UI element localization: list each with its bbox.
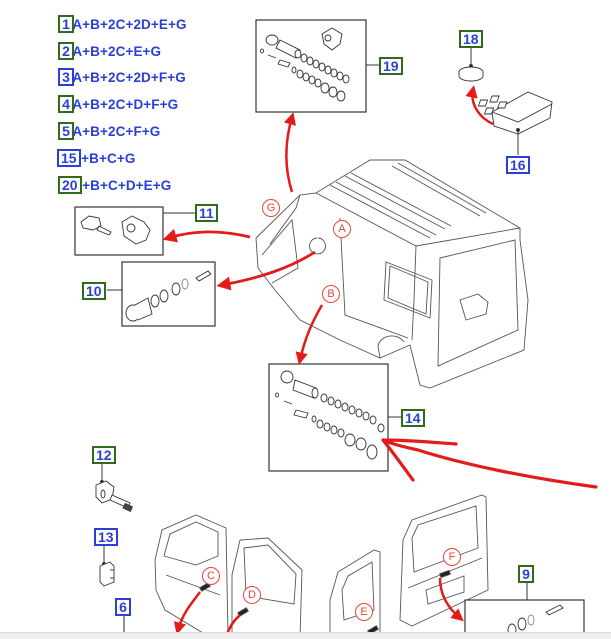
legend-code: 15 <box>57 149 81 167</box>
callout-c: C <box>202 567 220 585</box>
part-label-11[interactable]: 11 <box>195 204 218 222</box>
arrow-to-box-11 <box>162 228 251 243</box>
arrow-fob-to-battery <box>465 85 494 126</box>
key-blank-12-illustration <box>95 462 134 513</box>
part-box-14 <box>268 363 402 472</box>
part-label-13[interactable]: 13 <box>94 528 118 546</box>
arrow-to-box-19 <box>283 112 296 193</box>
key-fob-16-illustration <box>477 91 553 155</box>
battery-18-illustration <box>458 48 484 82</box>
part-label-6[interactable]: 6 <box>115 598 131 616</box>
rear-door-e-illustration <box>329 549 381 638</box>
part-box-9 <box>464 582 585 638</box>
hand-drawn-annotation-arrow <box>381 438 598 489</box>
part-label-10[interactable]: 10 <box>82 282 106 300</box>
part-label-16[interactable]: 16 <box>506 156 530 174</box>
legend-code: 20 <box>58 176 82 194</box>
arrow-to-box-14 <box>295 304 324 365</box>
legend-formula: = A+B+2C+D+F+G <box>61 96 179 112</box>
part-label-19[interactable]: 19 <box>379 57 403 75</box>
legend-formula: = A+B+2C+2D+F+G <box>61 69 186 85</box>
arrow-door-c <box>173 591 201 635</box>
part-label-12[interactable]: 12 <box>92 446 116 464</box>
legend-row: 2 = A+B+2C+E+G <box>58 42 161 60</box>
clip-13-illustration <box>99 545 115 587</box>
legend-formula: = A+B+2C+E+G <box>61 43 162 59</box>
arrow-to-box-10 <box>216 250 316 291</box>
side-door-d-illustration <box>231 537 303 638</box>
legend-row: 4 = A+B+2C+D+F+G <box>58 95 178 113</box>
legend-formula: = A+B+C+D+E+G <box>61 177 172 193</box>
part-box-19 <box>255 19 380 113</box>
legend-code: 1 <box>58 15 74 33</box>
legend-code: 5 <box>58 122 74 140</box>
part-box-11 <box>74 206 196 256</box>
lock-cylinder-repair-kit-illustration <box>275 370 385 460</box>
key-and-ignition-lock-illustration <box>80 215 151 245</box>
side-door-c-illustration <box>154 514 229 637</box>
legend-code: 3 <box>58 68 74 86</box>
rear-door-lock-cylinder-illustration <box>507 604 564 637</box>
legend-row: 3 = A+B+2C+2D+F+G <box>58 68 186 86</box>
arrow-door-f <box>438 577 464 622</box>
legend-formula: = A+B+2C+F+G <box>61 123 161 139</box>
legend-code: 2 <box>58 42 74 60</box>
legend-row: 1 = A+B+2C+2D+E+G <box>58 15 187 33</box>
part-box-10 <box>107 261 216 327</box>
legend-row: 5 = A+B+2C+F+G <box>58 122 160 140</box>
bottom-edge-bar <box>0 632 611 639</box>
legend-formula: = A+B+2C+2D+E+G <box>61 16 187 32</box>
callout-e: E <box>355 603 373 621</box>
legend-row: 20 = A+B+C+D+E+G <box>58 176 171 194</box>
van-body-illustration <box>255 159 529 389</box>
part-label-18[interactable]: 18 <box>459 30 483 48</box>
lock-cylinder-set-illustration <box>260 27 350 102</box>
callout-a: A <box>333 220 351 238</box>
legend-code: 4 <box>58 95 74 113</box>
legend-row: 15 = A+B+C+G <box>57 149 135 167</box>
callout-d: D <box>243 586 261 604</box>
part-label-14[interactable]: 14 <box>401 409 425 427</box>
callout-b: B <box>322 285 340 303</box>
callout-g: G <box>262 199 280 217</box>
callout-f: F <box>443 548 461 566</box>
door-lock-cylinder-illustration <box>125 270 212 322</box>
part-label-9[interactable]: 9 <box>518 565 534 583</box>
